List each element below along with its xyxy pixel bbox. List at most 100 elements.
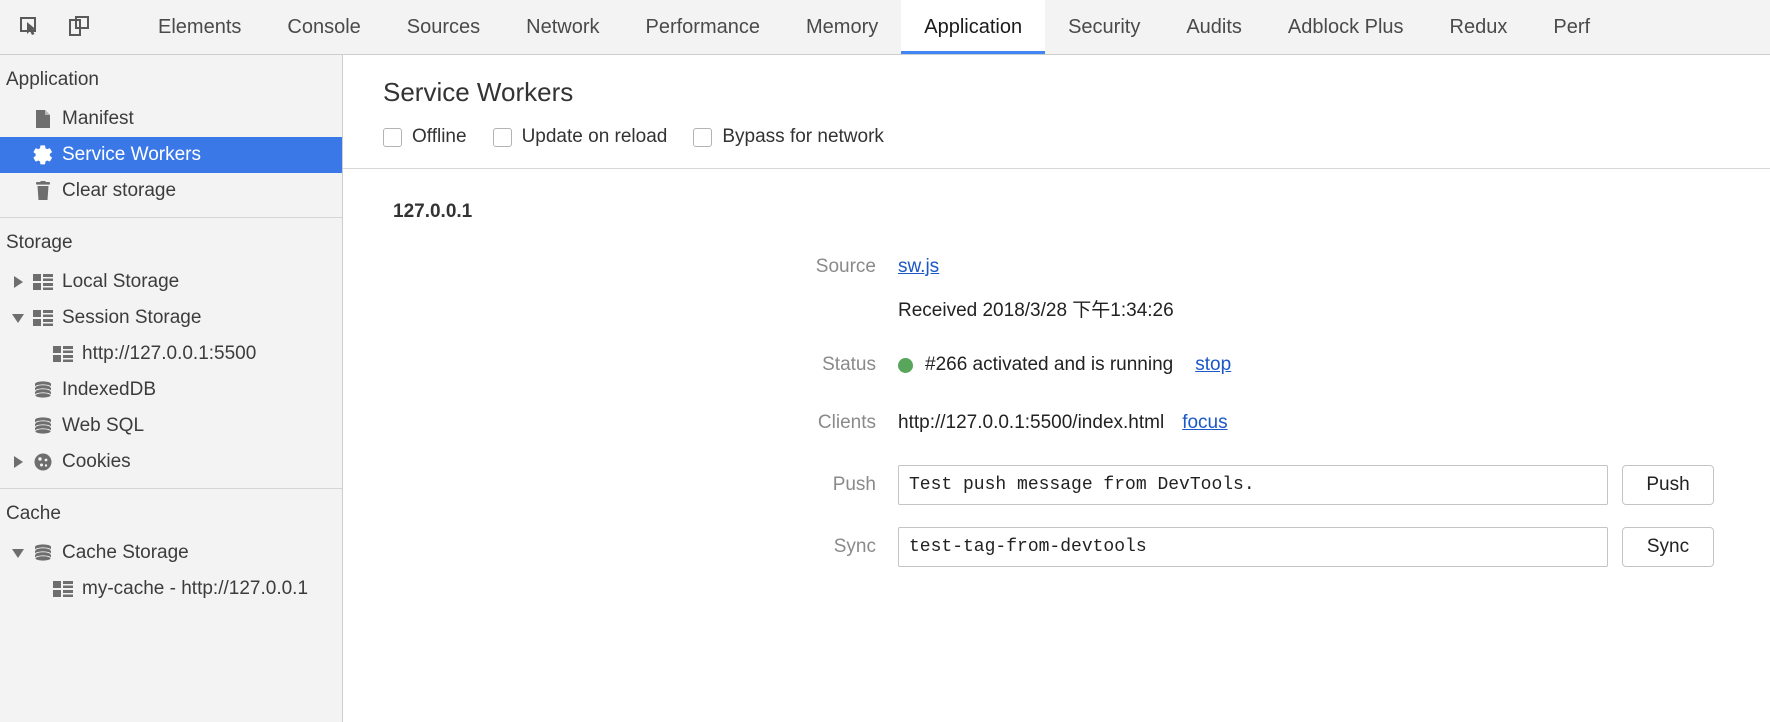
tab-elements[interactable]: Elements	[158, 15, 242, 38]
table-icon	[48, 581, 78, 597]
tab-application[interactable]: Application	[901, 0, 1046, 54]
sidebar-item-label: Manifest	[62, 108, 134, 129]
sidebar-item-label: Web SQL	[62, 415, 145, 436]
sidebar-item-label: Service Workers	[62, 144, 202, 165]
checkbox-box[interactable]	[492, 127, 512, 147]
chevron-right-icon[interactable]	[8, 276, 28, 288]
sync-input[interactable]	[898, 527, 1608, 567]
client-url: http://127.0.0.1:5500/index.html	[898, 412, 1165, 433]
push-label: Push	[832, 474, 876, 495]
bypass-for-network-checkbox[interactable]: Bypass for network	[693, 126, 884, 148]
sidebar-item-label: Local Storage	[62, 271, 180, 292]
offline-checkbox-label: Offline	[412, 126, 467, 147]
sidebar-section-cache-title: Cache	[6, 503, 61, 524]
sidebar-section-application-title: Application	[6, 69, 99, 90]
source-value: sw.js	[898, 256, 939, 278]
database-icon	[28, 417, 58, 435]
update-on-reload-checkbox-label: Update on reload	[521, 126, 668, 147]
tab-console[interactable]: Console	[287, 15, 361, 38]
tab-adblock-plus[interactable]: Adblock Plus	[1287, 15, 1404, 38]
sidebar-item-label: http://127.0.0.1:5500	[82, 343, 257, 364]
service-worker-origin: 127.0.0.1	[393, 201, 473, 222]
tab-network[interactable]: Network	[526, 15, 600, 38]
sidebar-item-label: IndexedDB	[62, 379, 157, 400]
sidebar-section-storage-title: Storage	[6, 232, 73, 253]
clients-label: Clients	[817, 412, 876, 433]
tab-security[interactable]: Security	[1068, 15, 1141, 38]
sidebar-item-manifest[interactable]: Manifest	[0, 101, 342, 137]
status-row: Status #266 activated and is running sto…	[343, 343, 1770, 387]
cookie-icon	[28, 452, 58, 472]
tab-performance[interactable]: Performance	[645, 15, 761, 38]
section-divider	[343, 168, 1770, 169]
table-icon	[28, 310, 58, 326]
focus-link[interactable]: focus	[1182, 412, 1228, 433]
sidebar-item-label: Clear storage	[62, 180, 177, 201]
gear-icon	[28, 145, 58, 165]
status-label: Status	[822, 354, 876, 375]
sidebar-item-clear-storage[interactable]: Clear storage	[0, 173, 342, 209]
offline-checkbox[interactable]: Offline	[383, 126, 467, 148]
inspect-element-icon[interactable]	[8, 5, 52, 49]
sidebar-item-web-sql[interactable]: Web SQL	[0, 408, 342, 444]
sync-button[interactable]: Sync	[1622, 527, 1714, 567]
sidebar-item-cookies[interactable]: Cookies	[0, 444, 342, 480]
database-icon	[28, 544, 58, 562]
sidebar-divider	[0, 217, 342, 218]
sidebar-item-service-workers[interactable]: Service Workers	[0, 137, 342, 173]
sidebar-item-session-storage-origin[interactable]: http://127.0.0.1:5500	[0, 336, 342, 372]
manifest-document-icon	[28, 109, 58, 129]
sidebar-divider	[0, 488, 342, 489]
chevron-down-icon[interactable]	[8, 313, 28, 323]
application-sidebar: Application Manifest Service Workers	[0, 55, 343, 722]
sync-label: Sync	[833, 536, 876, 557]
tab-memory[interactable]: Memory	[806, 15, 879, 38]
source-received-text: Received 2018/3/28 下午1:34:26	[898, 299, 1174, 321]
database-icon	[28, 381, 58, 399]
push-button[interactable]: Push	[1622, 465, 1714, 505]
sidebar-item-local-storage[interactable]: Local Storage	[0, 264, 342, 300]
page-title: Service Workers	[383, 77, 574, 107]
sidebar-item-label: Session Storage	[62, 307, 202, 328]
sidebar-item-session-storage[interactable]: Session Storage	[0, 300, 342, 336]
checkbox-box[interactable]	[693, 127, 713, 147]
push-input[interactable]	[898, 465, 1608, 505]
tab-audits[interactable]: Audits	[1186, 15, 1242, 38]
status-value: #266 activated and is running stop	[898, 354, 1231, 376]
source-row: Source sw.js	[343, 245, 1770, 289]
clients-row: Clients http://127.0.0.1:5500/index.html…	[343, 401, 1770, 445]
sidebar-item-my-cache[interactable]: my-cache - http://127.0.0.1	[0, 571, 342, 607]
sidebar-item-label: my-cache - http://127.0.0.1	[82, 578, 309, 599]
devtools-toolbar: Elements Console Sources Network Perform…	[0, 0, 1770, 55]
status-text: #266 activated and is running	[925, 354, 1174, 375]
sidebar-item-label: Cookies	[62, 451, 131, 472]
sync-row: Sync Sync	[343, 525, 1770, 569]
source-script-link[interactable]: sw.js	[898, 256, 940, 277]
devtools-body: Application Manifest Service Workers	[0, 55, 1770, 722]
tab-perf[interactable]: Perf	[1553, 15, 1591, 38]
source-received-row: Received 2018/3/28 下午1:34:26	[343, 289, 1770, 327]
status-badge	[898, 357, 913, 373]
checkbox-box[interactable]	[383, 127, 402, 147]
tab-redux[interactable]: Redux	[1449, 15, 1508, 38]
service-worker-details: Source sw.js Received 2018/3/28 下午1:34:2…	[343, 223, 1770, 569]
sidebar-item-label: Cache Storage	[62, 542, 189, 563]
sidebar-item-indexeddb[interactable]: IndexedDB	[0, 372, 342, 408]
bypass-for-network-checkbox-label: Bypass for network	[722, 126, 884, 147]
toolbar-icon-group	[0, 0, 135, 54]
service-workers-panel: Service Workers Offline Update on reload…	[343, 55, 1770, 722]
chevron-right-icon[interactable]	[8, 456, 28, 468]
source-label: Source	[815, 256, 876, 277]
stop-link[interactable]: stop	[1195, 354, 1232, 375]
sidebar-item-cache-storage[interactable]: Cache Storage	[0, 535, 342, 571]
trash-icon	[28, 181, 58, 201]
device-toolbar-icon[interactable]	[58, 5, 102, 49]
service-worker-options: Offline Update on reload Bypass for netw…	[343, 108, 1770, 148]
chevron-down-icon[interactable]	[8, 548, 28, 558]
clients-value: http://127.0.0.1:5500/index.html focus	[898, 412, 1228, 434]
table-icon	[28, 274, 58, 290]
push-row: Push Push	[343, 463, 1770, 507]
tab-sources[interactable]: Sources	[406, 15, 481, 38]
table-icon	[48, 346, 78, 362]
update-on-reload-checkbox[interactable]: Update on reload	[492, 126, 668, 148]
